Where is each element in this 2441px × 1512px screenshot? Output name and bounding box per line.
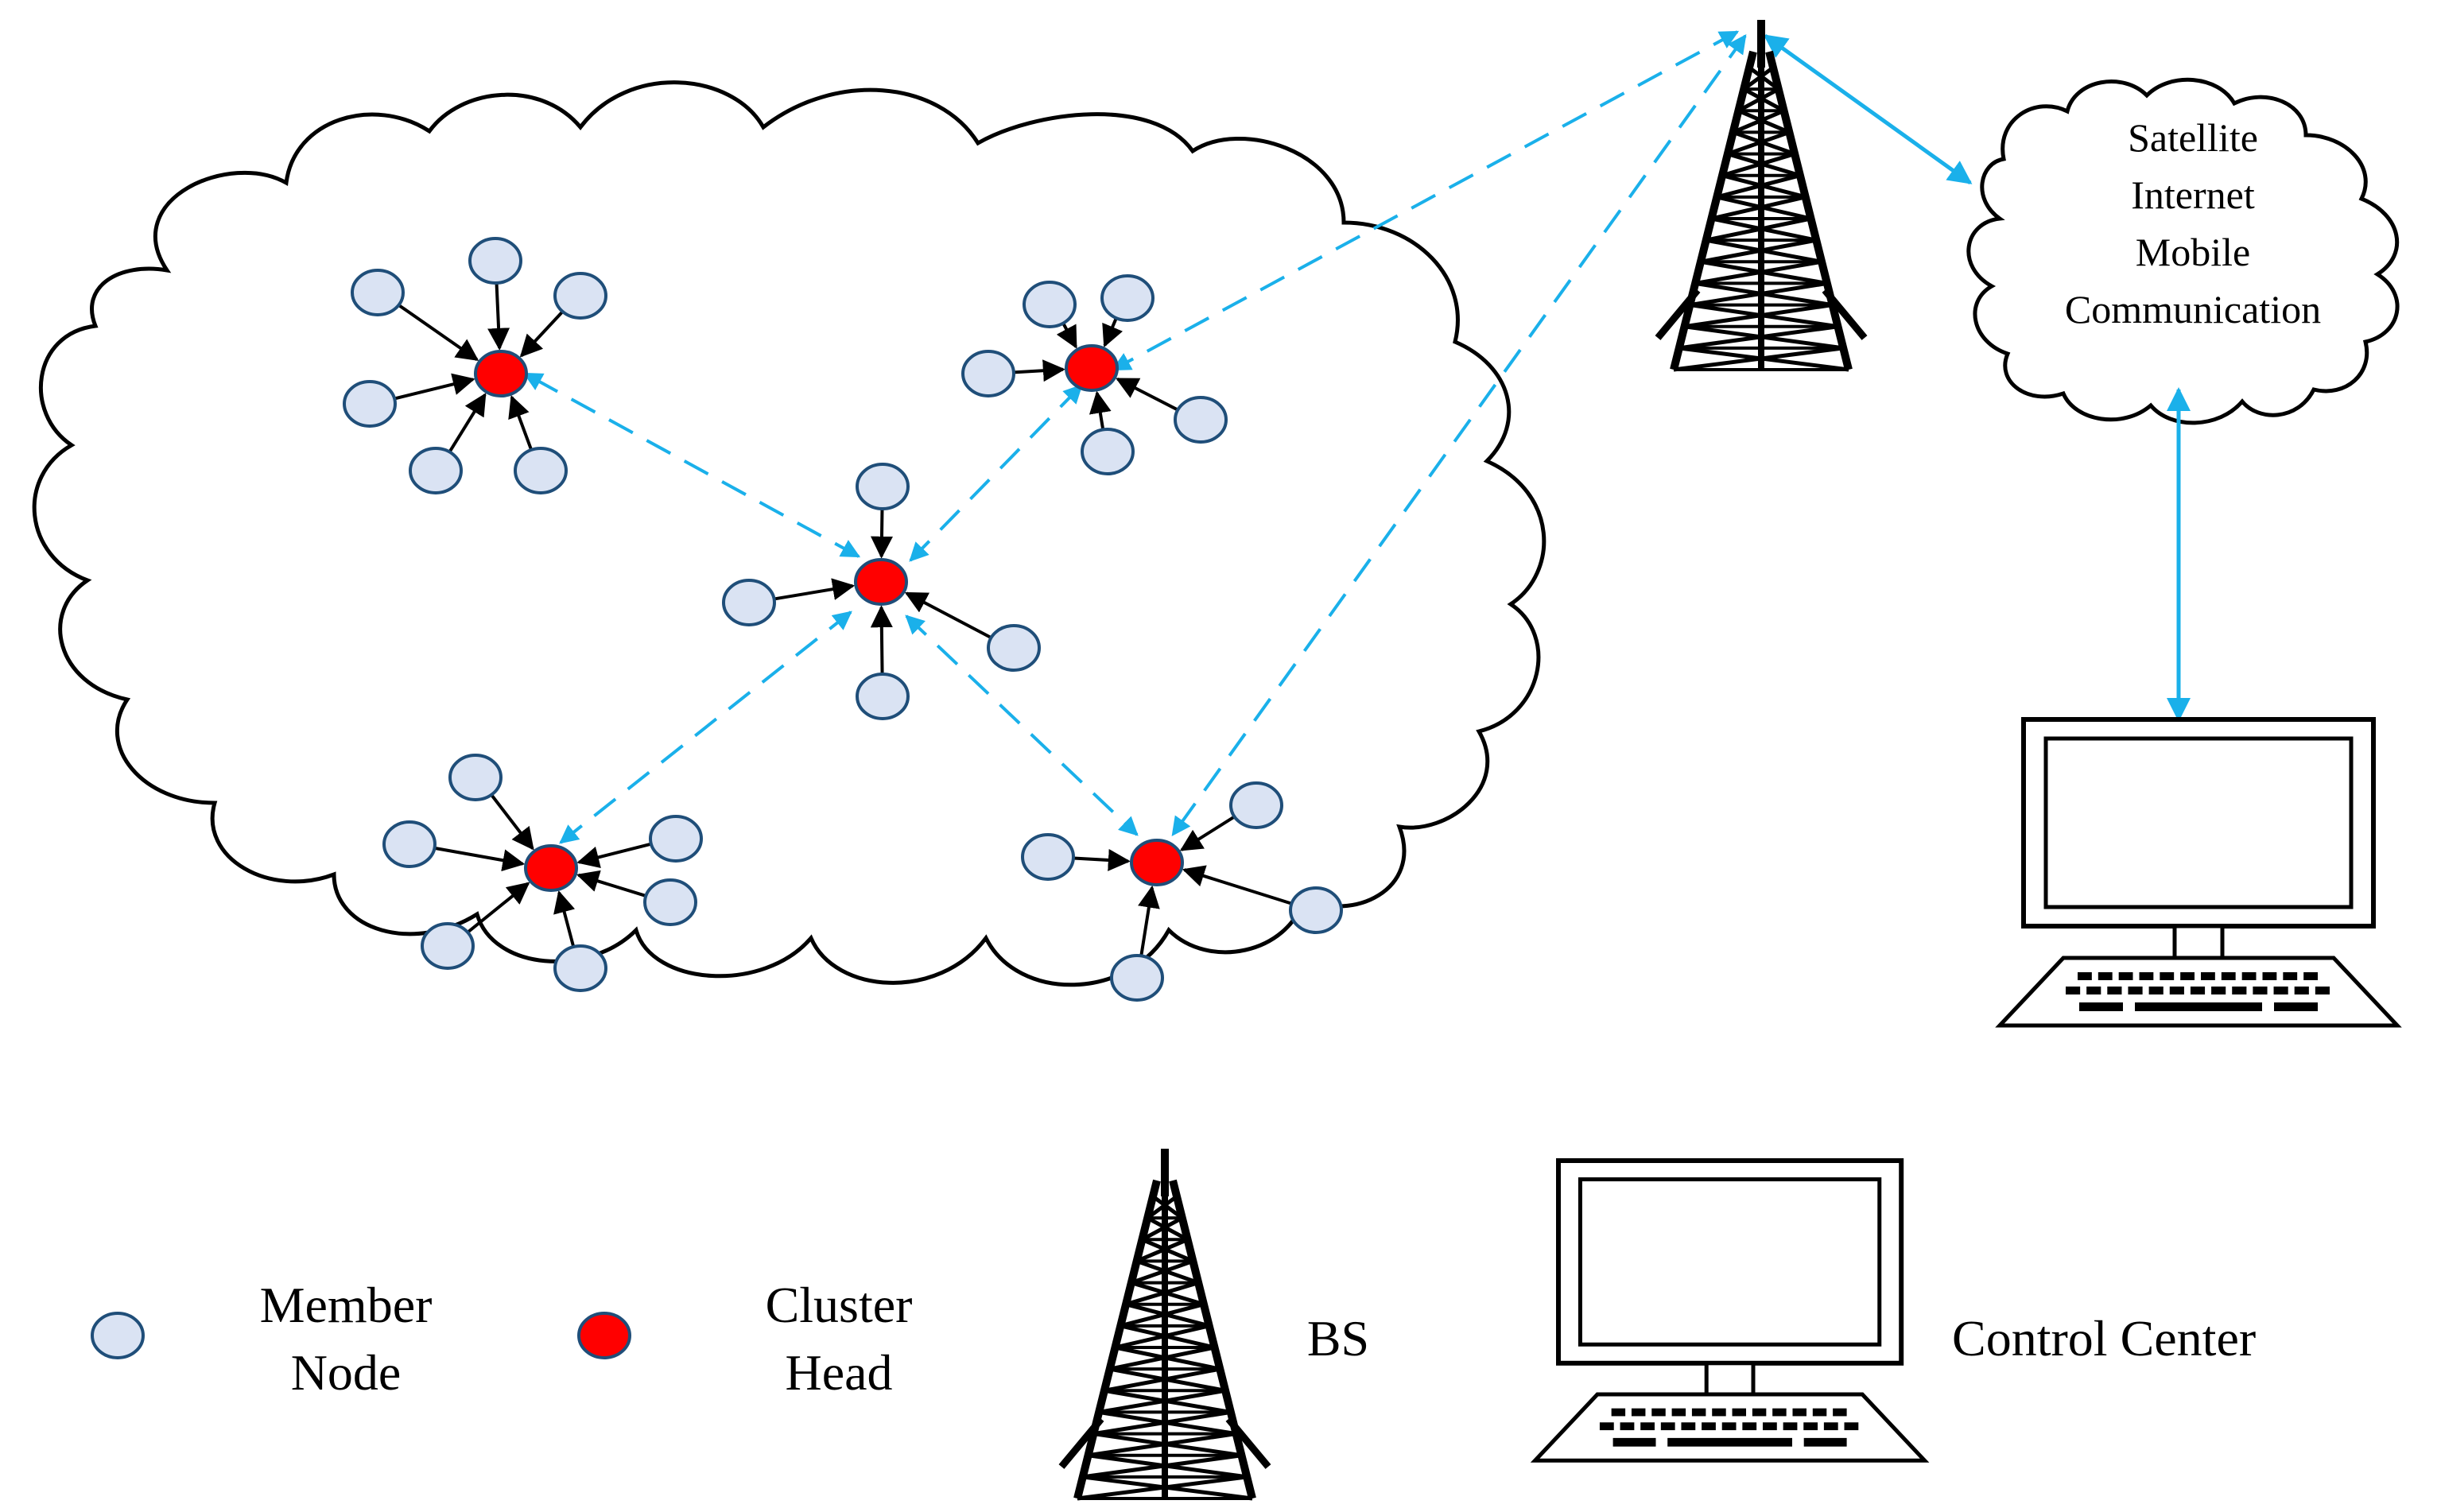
cluster-head-node <box>1065 344 1119 392</box>
cloud-label-satellite: Satellite <box>2128 115 2258 160</box>
link-tower-bottomright <box>1171 34 1747 836</box>
cloud-label-mobile: Mobile <box>2136 230 2250 274</box>
link-center-bottomright <box>905 614 1139 836</box>
cluster-head-node <box>1130 839 1184 886</box>
member-node <box>1081 428 1135 475</box>
member-node <box>722 579 776 626</box>
cluster-bottom-left-member-link <box>553 890 576 948</box>
legend-bs-label: BS <box>1307 1310 1369 1367</box>
cluster-top-right-member-link <box>1011 359 1065 382</box>
legend-member-node-icon <box>91 1312 145 1359</box>
link-center-bottomleft <box>559 611 852 844</box>
member-node <box>421 922 475 970</box>
member-node <box>382 820 437 868</box>
cloud-icon <box>1966 77 2400 425</box>
cluster-center-member-link <box>870 605 893 676</box>
cluster-top-left-member-link <box>448 393 487 454</box>
member-node <box>856 673 910 720</box>
member-node <box>1289 886 1343 934</box>
member-node <box>409 447 463 494</box>
cluster-top-right-member-link <box>1089 390 1112 431</box>
cloud-label-internet: Internet <box>2131 173 2255 217</box>
legend-member-label-2: Node <box>291 1344 402 1401</box>
member-node <box>1110 954 1164 1002</box>
member-node <box>1023 281 1077 328</box>
member-node <box>351 269 405 316</box>
bs-tower-icon <box>1655 20 1868 372</box>
cluster-bottom-right-member-link <box>1071 848 1131 871</box>
legend-bs-tower-icon <box>1058 1149 1271 1501</box>
cluster-bottom-left-member-link <box>576 870 648 898</box>
legend-member-label-1: Member <box>260 1277 433 1333</box>
cluster-bottom-left-member-link <box>433 846 526 872</box>
legend-cluster-head-label-1: Cluster <box>766 1277 913 1333</box>
cluster-top-left-member-link <box>519 309 565 358</box>
wireless-links <box>522 30 2191 844</box>
member-node <box>343 380 397 428</box>
nodes <box>343 237 1343 1002</box>
legend-control-center-computer-icon <box>1530 1158 1930 1463</box>
member-node <box>468 237 522 285</box>
member-node <box>1021 833 1075 881</box>
cluster-bottom-left-member-link <box>465 882 530 935</box>
cluster-top-right-member-link <box>1056 321 1077 349</box>
link-center-topleft <box>522 372 861 558</box>
legend-control-center-label: Control Center <box>1952 1310 2256 1367</box>
member-node <box>1100 274 1155 322</box>
cluster-bottom-right-member-link <box>1138 885 1160 957</box>
cluster-top-left-member-link <box>396 303 479 362</box>
sensor-field-cloud <box>32 80 1546 987</box>
cluster-bottom-left-member-link <box>489 793 534 851</box>
member-node <box>514 447 568 494</box>
member-node <box>1229 781 1283 829</box>
cloud-label-communication: Communication <box>2065 287 2321 331</box>
member-links <box>392 281 1294 957</box>
member-node <box>643 878 697 926</box>
cluster-bottom-left-member-link <box>576 842 654 869</box>
cluster-head-node <box>854 558 908 606</box>
link-tower-cloud <box>1763 33 1973 185</box>
member-node <box>649 815 703 863</box>
cluster-bottom-right-member-link <box>1182 865 1294 906</box>
legend: Member Node Cluster Head BS Control Cent… <box>91 1149 2256 1501</box>
cluster-head-node <box>524 844 578 892</box>
cluster-top-left-member-link <box>487 281 510 351</box>
cluster-head-node <box>474 350 528 397</box>
member-node <box>987 624 1041 672</box>
cluster-center-member-link <box>772 578 856 601</box>
member-node <box>856 463 910 510</box>
legend-cluster-head-icon <box>577 1312 631 1359</box>
control-center-computer-icon <box>1995 717 2402 1028</box>
member-node <box>1174 396 1228 444</box>
cluster-top-right-member-link <box>1116 377 1180 413</box>
member-node <box>961 350 1015 397</box>
cluster-top-left-member-link <box>392 373 475 401</box>
member-node <box>448 754 503 801</box>
legend-cluster-head-label-2: Head <box>785 1344 892 1401</box>
member-node <box>553 272 607 320</box>
cluster-center-member-link <box>870 507 893 559</box>
member-node <box>553 944 607 992</box>
